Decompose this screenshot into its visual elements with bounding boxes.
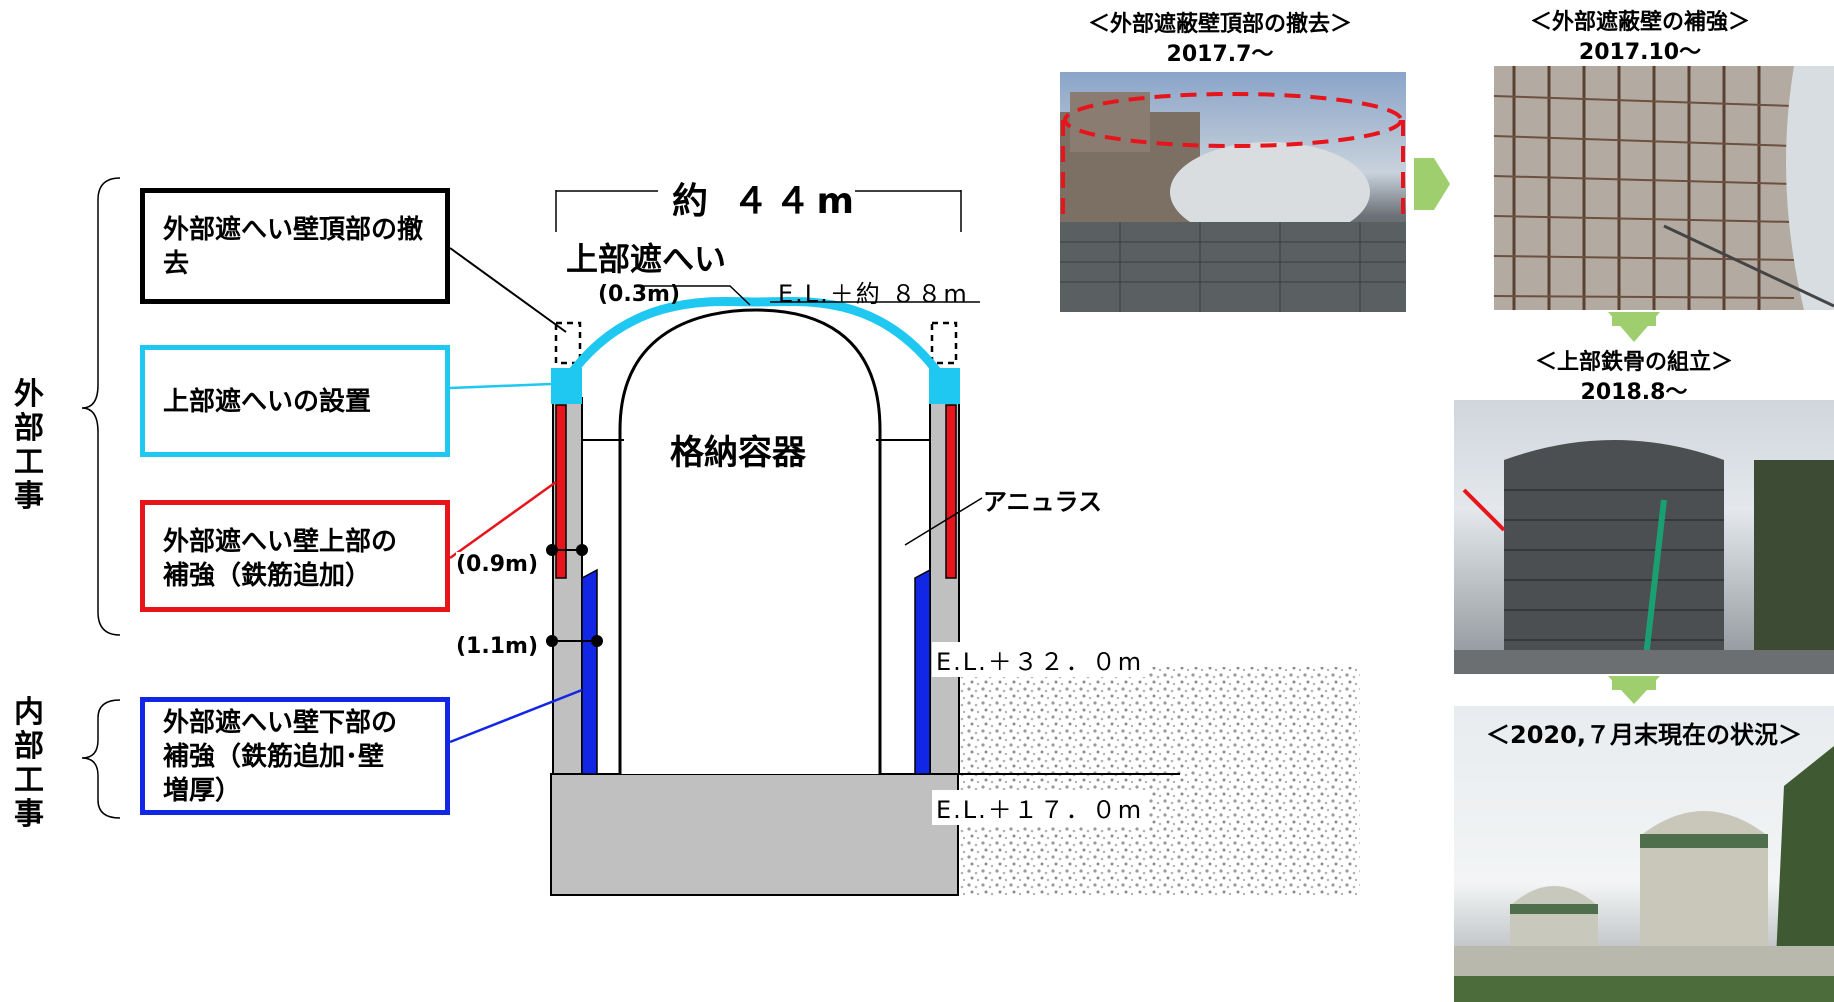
el-top-label: E.L.＋約 ８８m — [778, 280, 969, 308]
right-upper-reinforcement — [945, 404, 957, 579]
photo2-wall-reinforce — [1494, 66, 1834, 310]
photo1-scene — [1060, 92, 1406, 312]
callout-lower-reinforce: 外部遮へい壁下部の 補強（鉄筋追加･壁 増厚） — [140, 697, 450, 815]
upper-shield-label: 上部遮へい — [566, 240, 727, 278]
dome-thickness-label: (0.3m) — [598, 282, 681, 307]
lower-thickness-dot-r — [591, 635, 603, 647]
callout-lower-reinforce-line3: 増厚） — [163, 776, 242, 806]
outer-work-label: 外部工事 — [12, 378, 48, 514]
leader-top-removal — [449, 247, 567, 333]
callout-upper-reinforce: 外部遮へい壁上部の 補強（鉄筋追加） — [140, 500, 450, 612]
leader-upper-shield — [449, 382, 552, 390]
arrow-down-1-stem — [1612, 312, 1656, 326]
photo3-scene — [1454, 440, 1834, 674]
leader-annulus — [904, 497, 983, 546]
photo4-scene — [1454, 746, 1834, 1002]
callout-upper-reinforce-line1: 外部遮へい壁上部の — [163, 527, 398, 557]
upper-shield-dome — [564, 296, 946, 381]
callout-upper-reinforce-line2: 補強（鉄筋追加） — [163, 561, 372, 591]
left-upper-reinforcement — [555, 404, 567, 579]
outer-work-brace — [81, 177, 121, 636]
right-removed-top — [930, 321, 958, 365]
right-lower-reinforcement — [914, 568, 931, 775]
vessel-label: 格納容器 — [670, 433, 806, 473]
leader-lower-reinforce — [449, 688, 583, 744]
upper-thickness-dot-l — [546, 544, 558, 556]
lower-thickness-dot-l — [546, 635, 558, 647]
leader-dome — [640, 285, 751, 306]
photo4-title: ＜2020,７月末現在の状況＞ — [1486, 721, 1802, 749]
callout-top-removal: 外部遮へい壁頂部の撤去 — [140, 188, 450, 304]
photo4-current: ＜2020,７月末現在の状況＞ — [1454, 706, 1834, 1002]
photo2-scene — [1494, 66, 1834, 310]
photo1-date: 2017.7～ — [1166, 42, 1274, 67]
callout-upper-shield: 上部遮へいの設置 — [140, 345, 450, 457]
callout-top-removal-text: 外部遮へい壁頂部の撤去 — [163, 215, 424, 279]
left-lower-reinforcement — [581, 568, 598, 775]
annulus-label: アニュラス — [983, 488, 1103, 516]
left-removed-top — [554, 321, 582, 365]
inner-work-label: 内部工事 — [12, 696, 48, 832]
el-mid-label: E.L.＋３２．０m — [932, 642, 1148, 677]
photo3-steel-assembly — [1454, 400, 1834, 674]
arrow-right-1 — [1414, 158, 1450, 210]
outer-work-text: 外部工事 — [14, 377, 44, 514]
containment-vessel — [618, 308, 882, 774]
arrow-down-2 — [1608, 676, 1660, 704]
wall-upper-thickness-label: (0.9m) — [456, 552, 539, 577]
photo3-title: ＜上部鉄骨の組立＞ — [1534, 350, 1733, 375]
callout-lower-reinforce-line2: 補強（鉄筋追加･壁 — [163, 742, 385, 772]
width-label: 約 ４４m — [672, 181, 861, 222]
photo1-top-removal — [1060, 72, 1406, 312]
leader-upper-reinforce — [449, 480, 557, 560]
callout-upper-shield-text: 上部遮へいの設置 — [163, 387, 372, 417]
callout-lower-reinforce-line1: 外部遮へい壁下部の — [163, 708, 398, 738]
wall-lower-thickness-label: (1.1m) — [456, 634, 539, 659]
upper-thickness-dot-r — [576, 544, 588, 556]
el-bottom-label: E.L.＋１７．０m — [932, 790, 1148, 825]
photo2-title: ＜外部遮蔽壁の補強＞ — [1529, 10, 1750, 35]
base-slab — [550, 773, 959, 896]
photo2-date: 2017.10～ — [1578, 40, 1702, 65]
photo1-title: ＜外部遮蔽壁頂部の撤去＞ — [1087, 12, 1352, 37]
inner-work-text: 内部工事 — [14, 695, 44, 832]
inner-work-brace — [81, 699, 121, 819]
ground-fill — [960, 667, 1360, 897]
